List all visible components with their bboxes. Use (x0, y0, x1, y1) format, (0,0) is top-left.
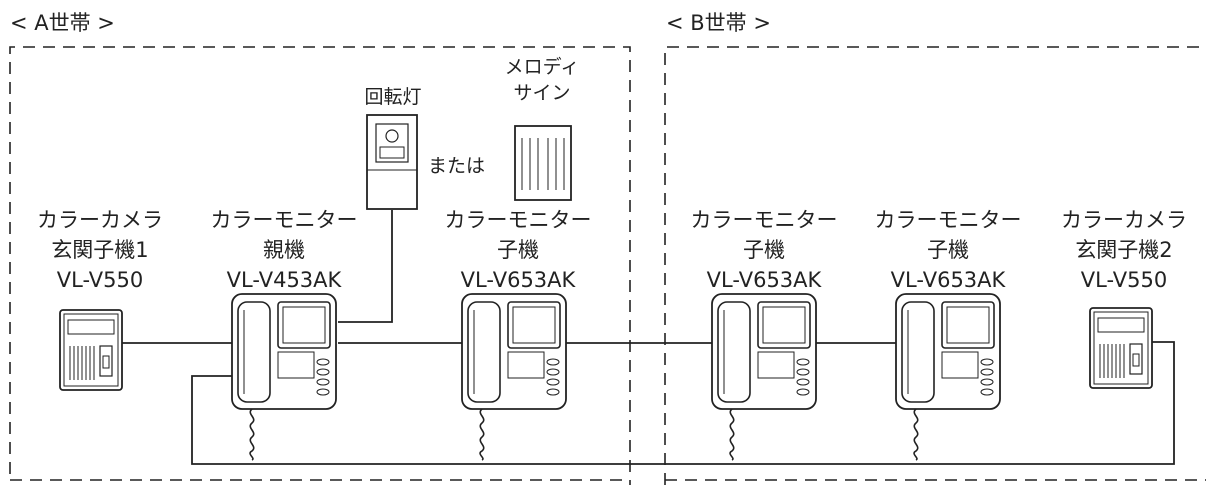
camera1-line2: 玄関子機1 (51, 238, 148, 262)
melody-label-line1: メロディ (505, 56, 580, 78)
wire-master-camera2-loop (191, 341, 1175, 465)
sub-b2-model: VL-V653AK (891, 268, 1007, 292)
sub-a-model: VL-V653AK (461, 268, 577, 292)
camera2-line2: 玄関子機2 (1075, 238, 1172, 262)
camera2-model: VL-V550 (1081, 268, 1168, 292)
door-camera-2-icon (1089, 307, 1153, 389)
household-a-boundary (9, 46, 631, 485)
sub-b1-line1: カラーモニター (691, 208, 838, 232)
sub-monitor-b2-icon (895, 293, 1001, 461)
camera1-line1: カラーカメラ (37, 208, 163, 232)
sub-b1-line2: 子機 (743, 238, 785, 262)
sub-a-line2: 子機 (497, 238, 539, 262)
beacon-light-icon (366, 114, 418, 210)
device-label-camera2: カラーカメラ 玄関子機2 VL-V550 (1061, 208, 1187, 292)
or-text: または (428, 155, 485, 177)
device-label-camera1: カラーカメラ 玄関子機1 VL-V550 (37, 208, 163, 292)
camera2-line1: カラーカメラ (1061, 208, 1187, 232)
melody-sign-icon (514, 125, 572, 201)
sub-b2-line1: カラーモニター (875, 208, 1022, 232)
door-camera-1-icon (59, 309, 123, 391)
camera1-model: VL-V550 (57, 268, 144, 292)
master-line1: カラーモニター (211, 208, 358, 232)
beacon-label: 回転灯 (364, 86, 421, 108)
device-label-sub-a: カラーモニター 子機 VL-V653AK (445, 208, 592, 292)
device-label-sub-b1: カラーモニター 子機 VL-V653AK (691, 208, 838, 292)
sub-monitor-b1-icon (711, 293, 817, 461)
melody-label-line2: サイン (513, 82, 570, 104)
sub-a-line1: カラーモニター (445, 208, 592, 232)
household-a-title: < A世帯 > (10, 11, 115, 35)
master-model: VL-V453AK (227, 268, 343, 292)
master-line2: 親機 (263, 238, 305, 262)
device-label-sub-b2: カラーモニター 子機 VL-V653AK (875, 208, 1022, 292)
sub-monitor-a-icon (461, 293, 567, 461)
sub-b2-line2: 子機 (927, 238, 969, 262)
master-monitor-icon (231, 293, 337, 461)
household-b-title: < B世帯 > (666, 11, 771, 35)
device-label-master: カラーモニター 親機 VL-V453AK (211, 208, 358, 292)
sub-b1-model: VL-V653AK (707, 268, 823, 292)
wiring (122, 210, 1175, 465)
wire-master-beacon (338, 210, 393, 323)
household-b-boundary (664, 46, 1206, 485)
